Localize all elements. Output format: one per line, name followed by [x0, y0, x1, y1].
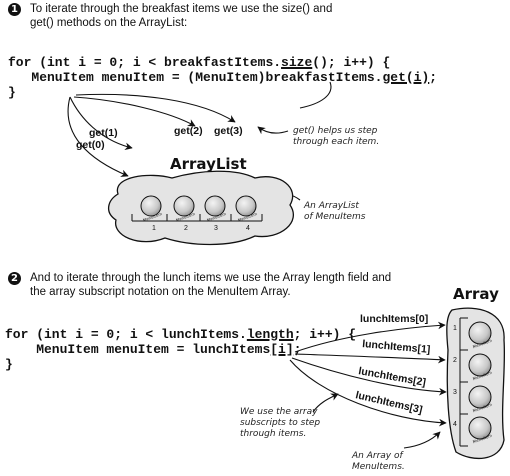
array-item: MenuItem — [468, 321, 493, 350]
menuitem-label: MenuItem — [472, 338, 493, 350]
code-text: MenuItem menuItem = lunchItems — [5, 342, 271, 357]
step-2-text: And to iterate through the lunch items w… — [30, 272, 392, 298]
arraylist-item: MenuItem — [204, 195, 227, 223]
menuitem-label: MenuItem — [206, 211, 227, 223]
call-get-3: get(3) — [214, 125, 243, 137]
arraylist-item: MenuItem — [140, 195, 163, 223]
note-arrow — [312, 393, 339, 413]
arraylist-dividers — [131, 214, 263, 221]
code-line-1: for (int i = 0; i < breakfastItems.size(… — [8, 55, 390, 70]
code-text: ; — [293, 342, 302, 357]
menuitem-ball — [468, 321, 492, 345]
array-item: MenuItem — [468, 416, 493, 445]
note-line: of MenuItems — [304, 212, 366, 222]
array-container — [446, 307, 506, 460]
arraylist-title: ArrayList — [170, 155, 247, 173]
arrow-get-2 — [73, 96, 196, 127]
array-item: MenuItem — [468, 353, 493, 382]
arrow-get-0 — [67, 96, 129, 177]
menuitem-ball — [235, 195, 257, 217]
array-item: MenuItem — [468, 385, 493, 414]
menuitem-ball — [173, 195, 195, 217]
menuitem-ball — [140, 195, 162, 217]
note-line: through items. — [240, 429, 306, 439]
note-line: get() helps us step — [293, 126, 378, 136]
array-note: An Array of MenuItems. — [351, 451, 406, 472]
menuitem-ball — [468, 385, 492, 409]
arrow-get-1 — [69, 96, 133, 151]
subscript: [i] — [270, 342, 294, 357]
container-note-arrow — [403, 431, 441, 449]
index-label: 1 — [152, 225, 156, 232]
note-line: MenuItems. — [352, 462, 405, 472]
get-call: get(i) — [382, 70, 430, 85]
index-label: 4 — [246, 225, 250, 232]
menuitem-ball — [204, 195, 226, 217]
get-note: get() helps us step through each item. — [293, 126, 380, 147]
step-2-badge: 2 — [8, 272, 21, 285]
arrow-lunch-3 — [289, 359, 447, 427]
call-get-1: get(1) — [89, 127, 118, 139]
index-label: 3 — [453, 389, 457, 396]
code-line-3: } — [5, 357, 13, 372]
index-label: 2 — [453, 357, 457, 364]
index-label: 2 — [184, 225, 188, 232]
menuitem-label: MenuItem — [472, 402, 493, 414]
menuitem-label: MenuItem — [472, 433, 493, 445]
subscript-label: lunchItems[1] — [362, 338, 431, 356]
arraylist-item: MenuItem — [235, 195, 258, 223]
menuitem-ball — [468, 353, 492, 377]
arraylist-item: MenuItem — [173, 195, 196, 223]
arraylist-container — [108, 170, 294, 246]
get-arrows — [67, 81, 332, 201]
subscript-label: lunchItems[0] — [360, 313, 428, 325]
size-call: size — [281, 55, 313, 70]
menuitem-label: MenuItem — [472, 370, 493, 382]
subscript-arrows — [289, 321, 447, 449]
arrow-lunch-2 — [291, 357, 447, 396]
subscript-label: lunchItems[3] — [354, 389, 423, 416]
arraylist-note: An ArrayList of MenuItems — [303, 201, 366, 222]
code-text: ; i++) { — [293, 327, 357, 342]
note-line: An ArrayList — [303, 201, 359, 211]
code-text: ; — [429, 70, 438, 85]
array-title: Array — [453, 285, 499, 303]
code-line-2: MenuItem menuItem = lunchItems[i]; — [5, 342, 301, 357]
call-get-2: get(2) — [174, 125, 203, 137]
menuitem-label: MenuItem — [175, 211, 196, 223]
index-label: 4 — [453, 421, 457, 428]
index-label: 3 — [214, 225, 218, 232]
subscript-note: We use the array subscripts to step thro… — [240, 407, 323, 439]
arrow-lunch-0 — [294, 321, 446, 353]
code-text: MenuItem menuItem = (MenuItem)breakfastI… — [8, 70, 383, 85]
step-1-text: To iterate through the breakfast items w… — [30, 3, 333, 29]
note-line: subscripts to step — [240, 418, 320, 428]
note-line: We use the array — [240, 407, 318, 417]
length-field: length — [246, 327, 294, 342]
code-text: for (int i = 0; i < breakfastItems. — [8, 55, 282, 70]
index-label: 1 — [453, 325, 457, 332]
code-text: (); i++) { — [312, 55, 391, 70]
arrow-lunch-1 — [294, 353, 446, 364]
menuitem-ball — [468, 416, 492, 440]
note-arrow — [257, 126, 289, 135]
array-dividers — [460, 317, 468, 447]
note-line: through each item. — [293, 137, 379, 147]
step-1-badge: 1 — [8, 3, 21, 16]
arrow-curl — [299, 81, 332, 109]
arrow-get-3 — [75, 93, 236, 123]
call-get-0: get(0) — [76, 139, 105, 151]
code-text: for (int i = 0; i < lunchItems. — [5, 327, 247, 342]
menuitem-label: MenuItem — [142, 211, 163, 223]
code-line-2: MenuItem menuItem = (MenuItem)breakfastI… — [8, 70, 437, 85]
menuitem-label: MenuItem — [237, 211, 258, 223]
note-line: An Array of — [351, 451, 404, 461]
code-line-3: } — [8, 85, 16, 100]
code-line-1: for (int i = 0; i < lunchItems.length; i… — [5, 327, 356, 342]
